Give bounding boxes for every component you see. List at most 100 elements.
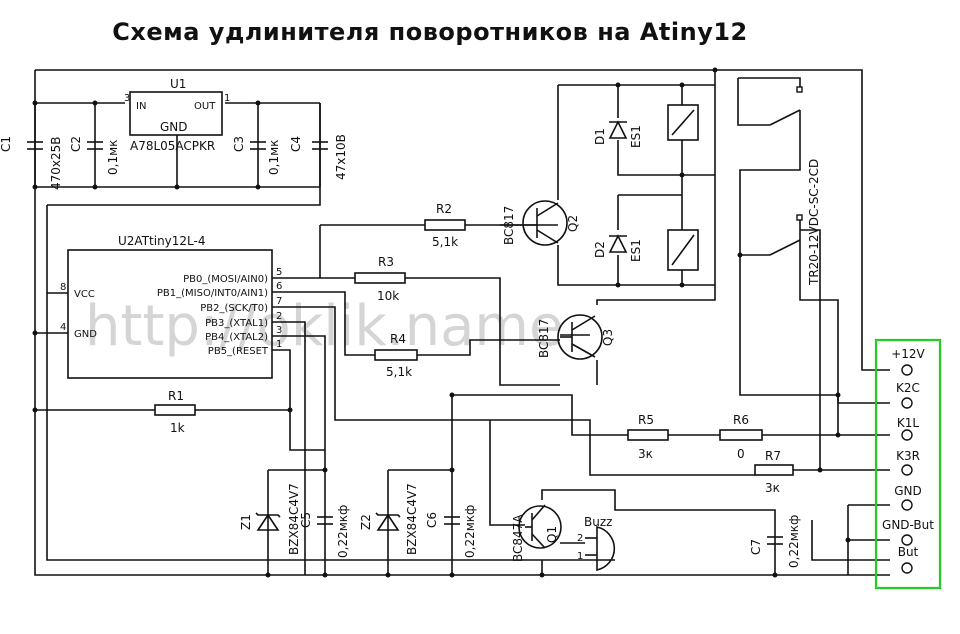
r3-value: 10k	[377, 289, 399, 303]
mcu-u2: U2ATtiny12L-4 VCC GND 8 4 PB0_(MOSI/AIN0…	[60, 234, 282, 379]
mcu-pin-pb2: PB2_(SCK/T0)	[200, 303, 268, 314]
mcu-pin-pb3: PB3_(XTAL1)	[205, 318, 268, 329]
relay2-ref: ES1	[629, 239, 643, 262]
connector-pin-but: But	[898, 545, 919, 559]
resistor-r2: R2 5,1k	[424, 202, 466, 249]
wiring	[34, 69, 890, 576]
connector-pin-12v: +12V	[891, 347, 925, 361]
c4-ref: C4	[289, 136, 303, 152]
connector-pin-k2c: K2C	[896, 381, 920, 395]
c4-value: 47x10B	[334, 134, 348, 180]
r6-value: 0	[737, 447, 745, 461]
capacitor-c2: C2 0,1мк	[69, 136, 120, 175]
q3-ref: Q3	[601, 329, 615, 346]
zener-z2: Z2 BZX84C4V7	[359, 483, 419, 555]
u1-value: A78L05ACPKR	[130, 139, 215, 153]
capacitor-c6: C6 0,22мкф	[425, 505, 477, 558]
connector-pin-k1l: K1L	[897, 416, 920, 430]
diagram-title: Схема удлинителя поворотников на Atiny12	[112, 18, 748, 46]
z1-value: BZX84C4V7	[287, 483, 301, 555]
mcu-pin-pb4: PB4_(XTAL2)	[205, 332, 268, 343]
r6-ref: R6	[733, 413, 749, 427]
c2-value: 0,1мк	[106, 140, 120, 175]
resistor-r6: R6 0	[719, 413, 763, 461]
z2-value: BZX84C4V7	[405, 483, 419, 555]
relay-model: TR20-12VDC-SC-2CD	[807, 159, 821, 286]
q1-ref: Q1	[545, 526, 559, 543]
zener-z1: Z1 BZX84C4V7	[239, 483, 301, 555]
r4-ref: R4	[390, 332, 406, 346]
buzzer-ref: Buzz	[584, 515, 612, 529]
c5-value: 0,22мкф	[336, 505, 350, 558]
resistor-r3: R3 10k	[354, 255, 406, 303]
connector-block: +12V K2C K1L K3R GND GND-But But	[874, 338, 942, 590]
relay1-ref: ES1	[629, 125, 643, 148]
connector-pin-gnd: GND	[894, 484, 922, 498]
c2-ref: C2	[69, 136, 83, 152]
z1-ref: Z1	[239, 514, 253, 530]
transistor-q2: BC817 Q2	[502, 200, 580, 246]
mcu-pinnum-7: 7	[276, 296, 282, 307]
relay-contacts: TR20-12VDC-SC-2CD	[769, 86, 821, 286]
u1-ref: U1	[170, 77, 186, 91]
mcu-pin-vcc: VCC	[74, 289, 95, 300]
u1-out-label: OUT	[194, 101, 216, 112]
resistor-r1: R1 1k	[154, 389, 196, 435]
capacitor-c4: C4 47x10B	[289, 134, 348, 180]
mcu-pin-gnd: GND	[74, 329, 97, 340]
relay-coil-2: ES1	[629, 229, 699, 271]
c6-value: 0,22мкф	[463, 505, 477, 558]
capacitor-c1: C1 470x25B	[0, 136, 63, 190]
q2-ref: Q2	[566, 215, 580, 232]
r2-value: 5,1k	[432, 235, 458, 249]
r2-ref: R2	[436, 202, 452, 216]
connector-pin-gnd-but: GND-But	[882, 518, 934, 532]
transistor-q1: BC847A Q1	[511, 504, 562, 562]
transistor-q3: BC817 Q3	[537, 314, 615, 360]
r1-value: 1k	[170, 421, 185, 435]
mcu-pinnum-1: 1	[276, 339, 282, 350]
regulator-u1: U1 IN OUT GND A78L05ACPKR 3 1	[124, 77, 230, 153]
mcu-pin-pb1: PB1_(MISO/INT0/AIN1)	[157, 288, 268, 299]
capacitor-c7: C7 0,22мкф	[749, 515, 801, 568]
c7-ref: C7	[749, 539, 763, 555]
mcu-pinnum-2: 2	[276, 311, 282, 322]
mcu-pinnum-5: 5	[276, 267, 282, 278]
resistor-r5: R5 3к	[627, 413, 669, 461]
connector-frame	[874, 338, 942, 590]
resistor-r4: R4 5,1k	[374, 332, 418, 379]
r7-value: 3к	[765, 481, 780, 495]
c3-ref: C3	[232, 136, 246, 152]
q2-value: BC817	[502, 206, 516, 245]
u1-in-label: IN	[136, 101, 146, 112]
q1-value: BC847A	[511, 514, 525, 562]
mcu-name: U2ATtiny12L-4	[118, 234, 205, 248]
u1-pin-out: 1	[224, 93, 230, 104]
r3-ref: R3	[378, 255, 394, 269]
capacitor-c3: C3 0,1мк	[232, 136, 281, 175]
capacitor-c5: C5 0,22мкф	[299, 505, 350, 558]
connector-pin-k3r: K3R	[896, 449, 920, 463]
c1-ref: C1	[0, 136, 13, 152]
buzzer-pin1: 1	[577, 551, 583, 562]
r5-value: 3к	[638, 447, 653, 461]
junction-dots	[32, 67, 851, 578]
mcu-pin-pb0: PB0_(MOSI/AIN0)	[183, 274, 268, 285]
d2-ref: D2	[593, 241, 607, 258]
mcu-pinnum-gnd: 4	[60, 322, 66, 333]
c6-ref: C6	[425, 512, 439, 528]
diode-d1: D1	[593, 120, 628, 145]
mcu-pinnum-3: 3	[276, 325, 282, 336]
d1-ref: D1	[593, 128, 607, 145]
mcu-pin-pb5: PB5_(RESET	[208, 346, 269, 357]
mcu-pinnum-6: 6	[276, 281, 282, 292]
q3-value: BC817	[537, 319, 551, 358]
buzzer: Buzz 2 1	[577, 515, 616, 571]
c3-value: 0,1мк	[267, 140, 281, 175]
r4-value: 5,1k	[386, 365, 412, 379]
relay-coil-1: ES1	[629, 104, 699, 148]
z2-ref: Z2	[359, 514, 373, 530]
u1-pin-in: 3	[124, 93, 130, 104]
r1-ref: R1	[168, 389, 184, 403]
